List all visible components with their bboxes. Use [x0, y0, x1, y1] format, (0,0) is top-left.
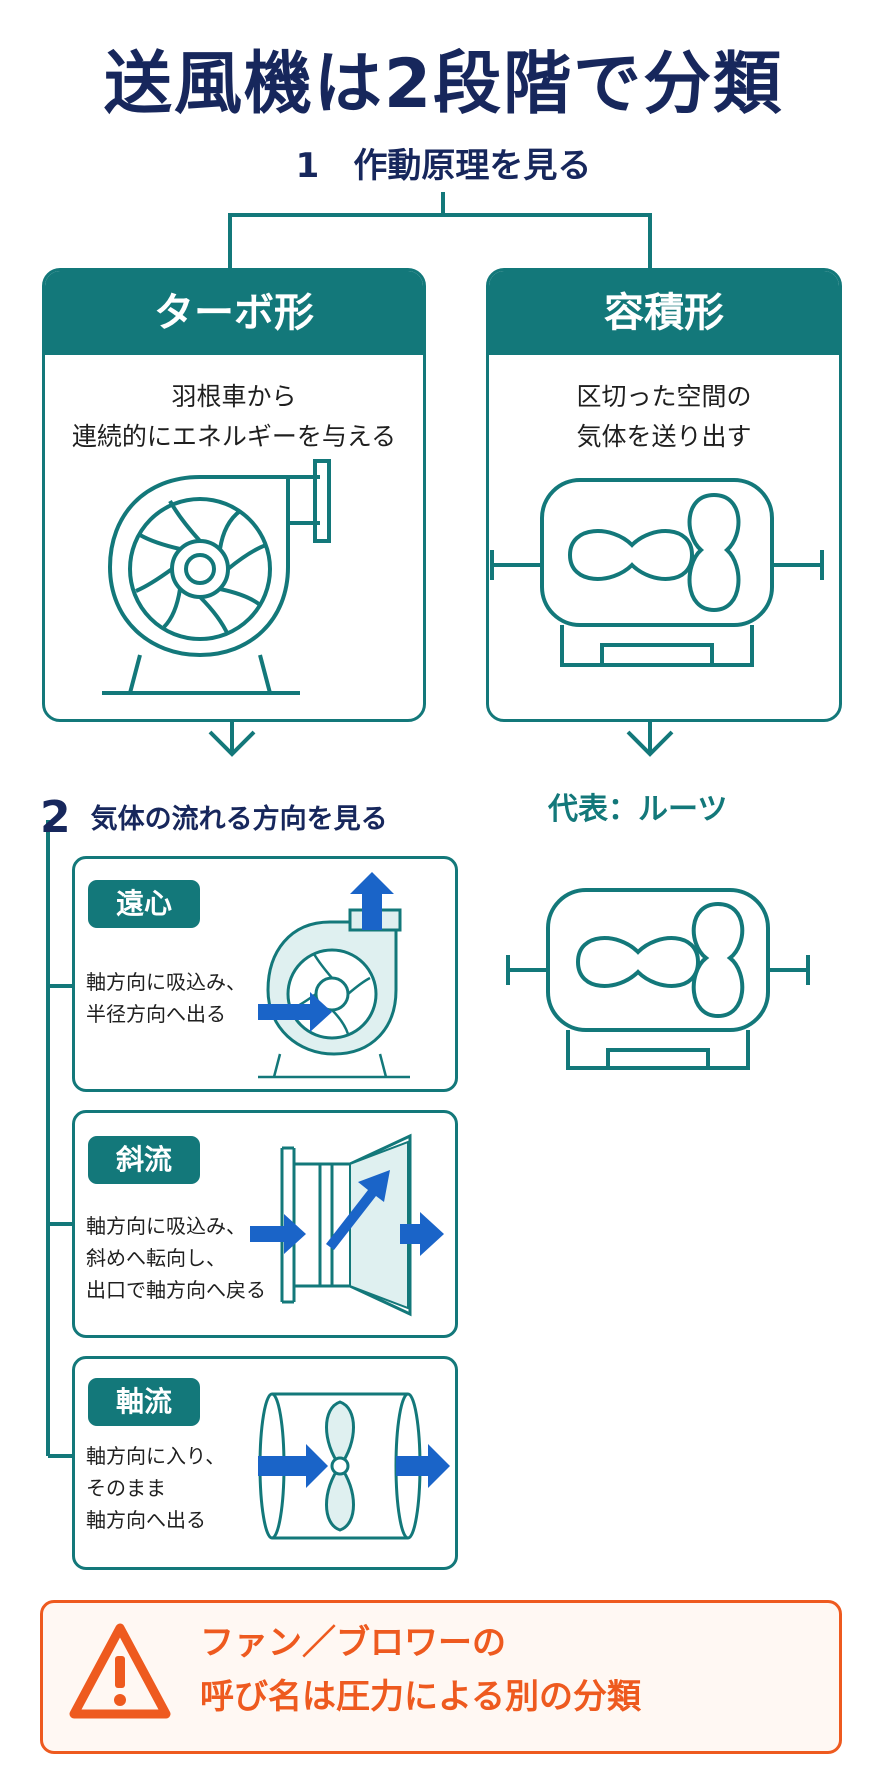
- warning-box: [40, 1600, 842, 1754]
- turbo-header: ターボ形: [45, 271, 423, 355]
- step2-number: 2: [40, 792, 71, 843]
- positive-description: 区切った空間の 気体を送り出す: [489, 377, 839, 457]
- positive-desc-line2: 気体を送り出す: [576, 422, 752, 451]
- mixed-flow-badge: 斜流: [88, 1136, 200, 1184]
- axial-desc-line: そのまま: [86, 1476, 166, 1500]
- centrifugal-desc-line: 軸方向に吸込み、: [86, 970, 246, 994]
- axial-desc-line: 軸方向に入り、: [86, 1444, 226, 1468]
- roots-blower-icon-representative: [506, 888, 810, 1070]
- mixed-flow-desc-line: 軸方向に吸込み、: [86, 1214, 246, 1238]
- step2-heading: 2 気体の流れる方向を見る: [40, 792, 388, 843]
- axial-desc-line: 軸方向へ出る: [86, 1508, 206, 1532]
- step1-number: 1: [295, 146, 320, 186]
- step1-heading: 1 作動原理を見る: [0, 138, 887, 187]
- representative-label: 代表：ルーツ: [548, 792, 728, 827]
- centrifugal-description: 軸方向に吸込み、 半径方向へ出る: [86, 966, 246, 1030]
- step1-label: 作動原理を見る: [353, 146, 592, 186]
- centrifugal-badge: 遠心: [88, 880, 200, 928]
- turbo-desc-line1: 羽根車から: [171, 382, 297, 411]
- axial-description: 軸方向に入り、 そのまま 軸方向へ出る: [86, 1440, 225, 1536]
- warning-line2: 呼び名は圧力による別の分類: [200, 1677, 641, 1717]
- turbo-desc-line2: 連続的にエネルギーを与える: [71, 422, 397, 451]
- centrifugal-fan-icon: [102, 459, 331, 695]
- roots-blower-icon-top: [490, 478, 824, 667]
- warning-line1: ファン／ブロワーの: [200, 1623, 506, 1663]
- page-title: 送風機は2段階で分類: [103, 45, 784, 124]
- turbo-panel: ターボ形 羽根車から 連続的にエネルギーを与える: [42, 268, 426, 722]
- axial-badge: 軸流: [88, 1378, 200, 1426]
- centrifugal-desc-line: 半径方向へ出る: [86, 1002, 226, 1026]
- warning-icon: [69, 1623, 171, 1719]
- positive-header: 容積形: [489, 271, 839, 355]
- positive-desc-line1: 区切った空間の: [576, 382, 752, 411]
- mixed-flow-desc-line: 斜めへ転向し、: [86, 1246, 226, 1270]
- warning-text: ファン／ブロワーの 呼び名は圧力による別の分類: [200, 1616, 641, 1724]
- mixed-flow-desc-line: 出口で軸方向へ戻る: [86, 1278, 266, 1302]
- axial-diagram-icon: [258, 1392, 450, 1540]
- mixed-flow-description: 軸方向に吸込み、 斜めへ転向し、 出口で軸方向へ戻る: [86, 1210, 266, 1306]
- mixed-flow-diagram-icon: [250, 1133, 444, 1317]
- centrifugal-diagram-icon: [258, 872, 410, 1079]
- step2-label: 気体の流れる方向を見る: [90, 804, 388, 835]
- turbo-description: 羽根車から 連続的にエネルギーを与える: [45, 377, 423, 457]
